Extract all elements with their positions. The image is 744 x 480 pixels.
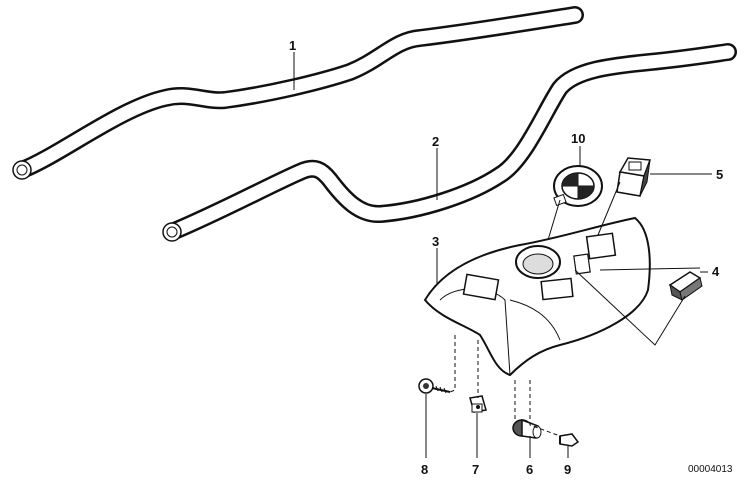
- callout-8: 8: [421, 462, 428, 477]
- handlebar-upper: [12, 6, 584, 180]
- leader-lines: [293, 52, 712, 458]
- expanding-rivet: [559, 433, 580, 447]
- screw: [418, 378, 451, 394]
- handlebar-lower: [162, 43, 737, 242]
- reference-code: 00004013: [688, 464, 733, 475]
- callout-5: 5: [716, 167, 723, 182]
- cover-panel: [423, 216, 651, 377]
- callout-3: 3: [432, 234, 439, 249]
- callout-2: 2: [432, 134, 439, 149]
- clip-nut: [469, 395, 487, 413]
- grommet: [512, 418, 542, 439]
- callout-4: 4: [712, 264, 720, 279]
- callout-1: 1: [289, 38, 296, 53]
- warning-light: [616, 157, 652, 197]
- callout-7: 7: [472, 462, 479, 477]
- emblem-badge: [553, 165, 603, 207]
- callout-9: 9: [564, 462, 571, 477]
- bulb-holder: [668, 271, 703, 301]
- callout-labels: 1 2 3 4 5 6 7 8 9 10: [289, 38, 723, 477]
- assembly-lines: [449, 181, 701, 437]
- callout-10: 10: [571, 131, 585, 146]
- callout-6: 6: [526, 462, 533, 477]
